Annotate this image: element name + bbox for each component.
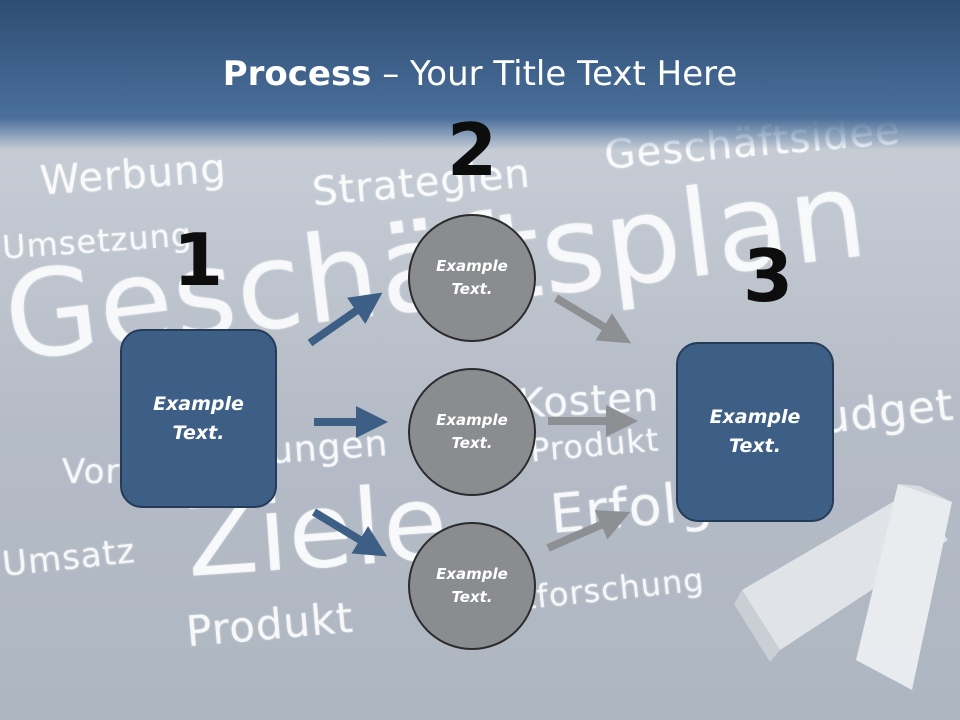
- arrow-bottom-to-right: [546, 510, 631, 552]
- step-number-2: 2: [446, 108, 498, 192]
- title-bar: [0, 0, 960, 150]
- process-box-right: Example Text.: [676, 342, 834, 522]
- process-circle-top: Example Text.: [408, 214, 536, 342]
- bg-word-vor: Vor: [62, 452, 121, 492]
- step-number-3: 3: [742, 234, 794, 318]
- title-rest: – Your Title Text Here: [371, 54, 738, 94]
- title-strong: Process: [222, 54, 372, 94]
- arrow-left-to-bottom: [311, 508, 388, 557]
- arrow-left-to-top: [307, 292, 383, 347]
- process-box-left: Example Text.: [120, 329, 277, 508]
- process-circle-bottom: Example Text.: [408, 522, 536, 650]
- process-circle-middle: Example Text.: [408, 368, 536, 496]
- step-number-1: 1: [172, 218, 224, 302]
- slide-title: Process – Your Title Text Here: [0, 52, 960, 96]
- arrow-top-to-right: [553, 294, 632, 344]
